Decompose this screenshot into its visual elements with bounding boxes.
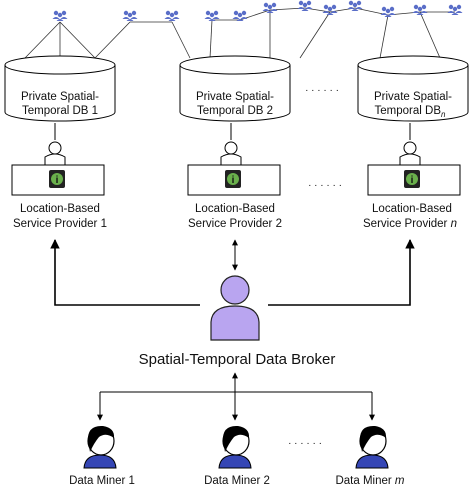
database-cylinder-1: Private Spatial- Temporal DB 1 bbox=[4, 55, 116, 122]
provider-label-line1: Location-Based bbox=[20, 203, 100, 215]
provider-label-line2: Service Provider n bbox=[363, 218, 457, 230]
provider-label-line1: Location-Based bbox=[372, 203, 452, 215]
db-label-line1: Private Spatial- bbox=[374, 91, 452, 103]
miner-label: Data Miner 1 bbox=[69, 475, 135, 487]
provider-label-line1: Location-Based bbox=[195, 203, 275, 215]
operator-body-icon bbox=[399, 153, 421, 165]
svg-text:i: i bbox=[56, 175, 59, 186]
user-group-icon bbox=[53, 11, 68, 21]
user-group-icon bbox=[381, 7, 396, 17]
provider-label-line2: Service Provider 2 bbox=[188, 218, 282, 230]
db-label-line2: Temporal DBn bbox=[375, 105, 446, 119]
svg-text:i: i bbox=[411, 175, 414, 186]
operator-head-icon bbox=[48, 141, 62, 155]
user-group-icon bbox=[205, 11, 220, 21]
provider-ellipsis: · · · · · · bbox=[308, 180, 342, 191]
broker-person-icon bbox=[210, 275, 260, 341]
db-ellipsis: · · · · · · bbox=[305, 85, 339, 96]
user-group-icon bbox=[413, 5, 428, 15]
user-group-icon bbox=[448, 5, 463, 15]
db-label-line1: Private Spatial- bbox=[21, 91, 99, 103]
miner-label: Data Miner 2 bbox=[204, 475, 270, 487]
database-cylinder-2: Private Spatial- Temporal DB 2 bbox=[179, 55, 291, 122]
user-group-icon bbox=[123, 11, 138, 21]
svg-text:i: i bbox=[232, 175, 235, 186]
service-provider-1: i Location-Based Service Provider 1 bbox=[11, 141, 107, 230]
miner-italic-m: m bbox=[395, 475, 405, 487]
operator-body-icon bbox=[220, 153, 242, 165]
provider-italic-n: n bbox=[451, 218, 457, 230]
user-group-icons bbox=[53, 1, 463, 21]
user-group-icon bbox=[298, 1, 313, 11]
db-label-line2: Temporal DB 1 bbox=[22, 105, 98, 117]
user-group-icon bbox=[233, 11, 248, 21]
miner-person-icon bbox=[355, 425, 389, 469]
miner-person-icon bbox=[218, 425, 252, 469]
operator-head-icon bbox=[224, 141, 238, 155]
service-provider-n: i Location-Based Service Provider n bbox=[363, 141, 461, 230]
miner-label: Data Miner m bbox=[335, 475, 404, 487]
miner-ellipsis: · · · · · · bbox=[288, 438, 322, 449]
provider-broker-arrows bbox=[50, 239, 415, 306]
operator-body-icon bbox=[44, 153, 66, 165]
database-cylinder-n: Private Spatial- Temporal DBn bbox=[357, 55, 469, 122]
db-provider-links bbox=[54, 123, 411, 140]
db-label-line1: Private Spatial- bbox=[196, 91, 274, 103]
miner-person-icon bbox=[83, 425, 117, 469]
operator-head-icon bbox=[403, 141, 417, 155]
user-group-icon bbox=[165, 11, 180, 21]
user-group-icon bbox=[323, 5, 338, 15]
provider-label-line2: Service Provider 1 bbox=[13, 218, 107, 230]
data-miner-m: Data Miner m bbox=[335, 425, 405, 487]
db-label-line2: Temporal DB 2 bbox=[197, 105, 273, 117]
broker-miner-arrows bbox=[97, 372, 375, 421]
broker-label: Spatial-Temporal Data Broker bbox=[139, 351, 336, 368]
service-provider-2: i Location-Based Service Provider 2 bbox=[187, 141, 282, 230]
data-miner-2: Data Miner 2 bbox=[204, 425, 270, 487]
data-miner-1: Data Miner 1 bbox=[69, 425, 135, 487]
db-subscript: n bbox=[441, 110, 446, 119]
